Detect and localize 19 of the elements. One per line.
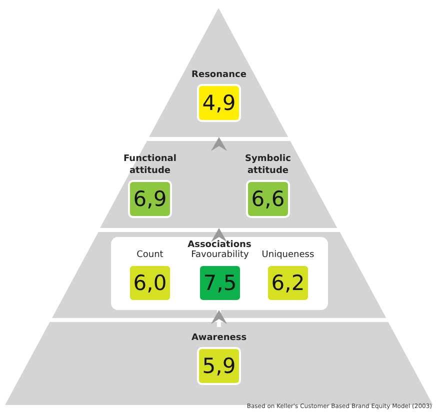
- panel: [110, 237, 328, 310]
- level-label: Favourability: [191, 249, 249, 261]
- level-label: Symbolic attitude: [244, 153, 292, 177]
- level-label: Awareness: [191, 332, 247, 344]
- arrow: [211, 137, 227, 151]
- level-label: Resonance: [192, 69, 246, 81]
- arrow: [211, 310, 227, 327]
- score-tile: 6,6: [246, 180, 290, 218]
- level-label: Uniqueness: [262, 249, 314, 261]
- score-tile: 4,9: [196, 84, 241, 122]
- score-tile: 6,2: [266, 264, 310, 302]
- arrow: [211, 228, 227, 242]
- score-tile: 7,5: [198, 264, 242, 302]
- panel-heading: Associations: [186, 239, 252, 250]
- level-label: Functional attitude: [122, 153, 178, 177]
- score-tile: 6,0: [128, 264, 172, 302]
- score-tile: 5,9: [197, 347, 241, 385]
- score-tile: 6,9: [128, 180, 172, 218]
- level-label: Count: [136, 249, 164, 261]
